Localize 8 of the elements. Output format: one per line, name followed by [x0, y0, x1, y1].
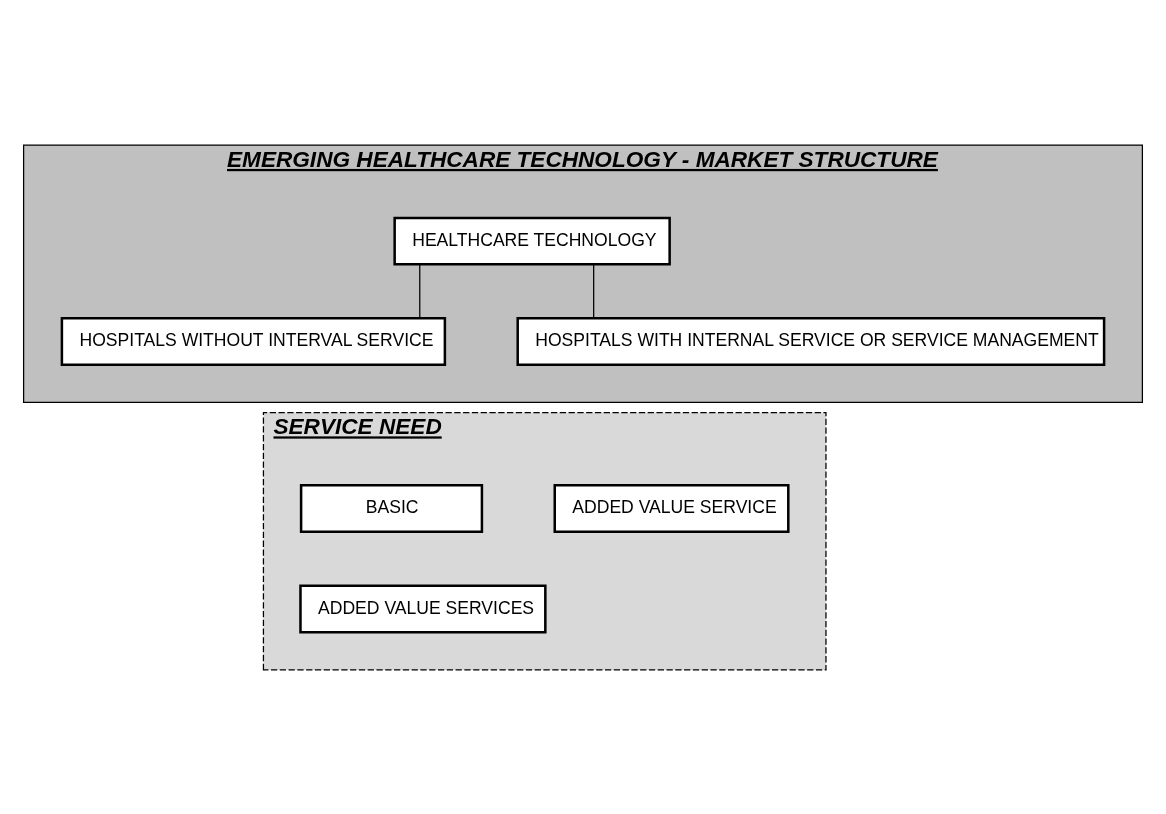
node-box: BASIC [299, 483, 484, 533]
node-box: HEALTHCARE TECHNOLOGY [393, 216, 671, 266]
node-box: HOSPITALS WITH INTERNAL SERVICE OR SERVICE MANAGEMENT [516, 316, 1106, 366]
node-box: ADDED VALUE SERVICES [299, 584, 547, 633]
node-box: HOSPITALS WITHOUT INTERVAL SERVICE [60, 316, 447, 366]
connector [593, 263, 595, 319]
node-box: ADDED VALUE SERVICE [553, 483, 790, 533]
connector [419, 263, 421, 319]
